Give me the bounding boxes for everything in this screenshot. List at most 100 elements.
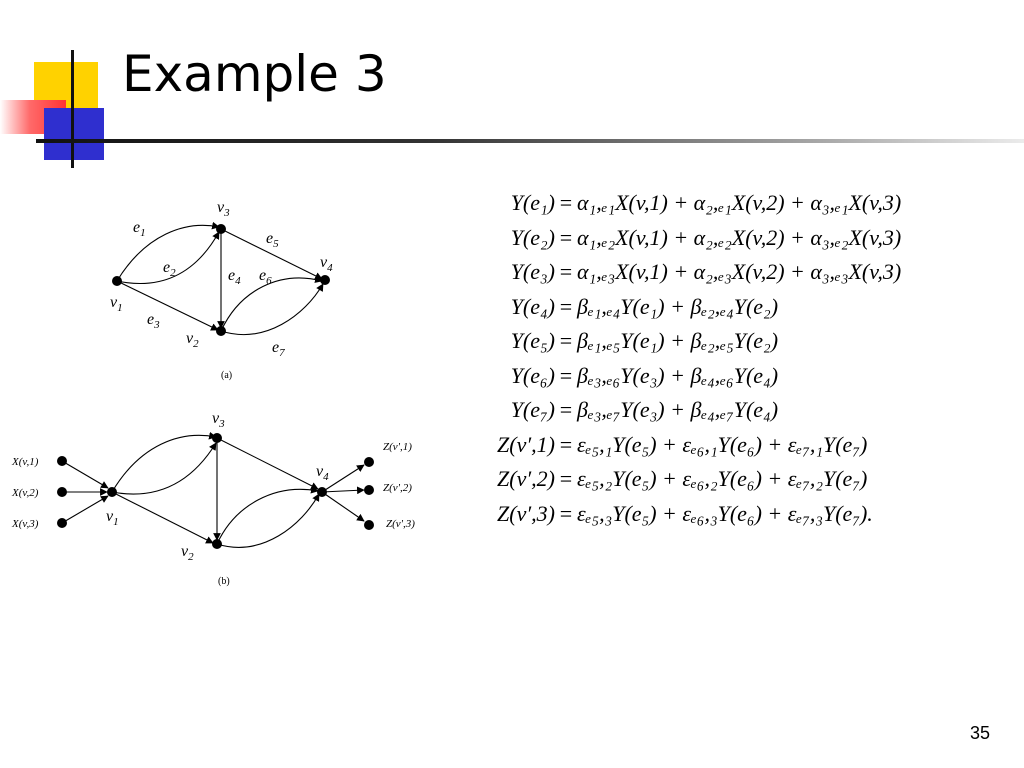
equation-rhs: βₑ₁,ₑ₅Y(e₁) + βₑ₂,ₑ₅Y(e₂) [577,328,779,353]
equation-lhs: Y(e₅) [510,328,555,353]
equation-row: Y(e₃)=α₁,ₑ₃X(v,1) + α₂,ₑ₃X(v,2) + α₃,ₑ₃X… [474,255,1004,290]
label-b-v1: v1 [106,508,119,528]
equation-lhs: Y(e₆) [510,362,555,388]
equals-sign: = [559,431,573,457]
equation-rhs: α₁,ₑ₁X(v,1) + α₂,ₑ₁X(v,2) + α₃,ₑ₁X(v,3) [577,190,902,215]
edge-a-e3 [116,280,219,331]
node-a-v1 [112,276,122,286]
equation-lhs: Y(e₄) [510,293,555,319]
node-b-v4 [317,487,327,497]
edge-b-e6 [216,485,319,545]
label-a-v1: v1 [110,294,123,314]
equation-row: Y(e₆)=βₑ₃,ₑ₆Y(e₃) + βₑ₄,ₑ₆Y(e₄) [474,359,1004,394]
equals-sign: = [559,293,573,319]
equation-lhs: Y(e₃) [510,259,555,284]
equation-lhs: Z(v′,2) [497,466,555,491]
node-b-z2 [364,485,374,495]
label-a-v2: v2 [186,330,199,350]
node-b-v3 [212,433,222,443]
label-a-e3: e3 [147,311,160,331]
node-b-z1 [364,457,374,467]
equals-sign: = [559,190,573,215]
equation-rhs: βₑ₃,ₑ₇Y(e₃) + βₑ₄,ₑ₇Y(e₄) [577,397,779,422]
label-b-x1: X(v,1) [11,456,39,468]
node-b-x1 [57,456,67,466]
label-a-e7: e7 [272,339,285,359]
label-b-z1: Z(v',1) [383,441,412,453]
label-a-v4: v4 [320,254,333,274]
title-underline [36,139,1024,143]
label-b-z2: Z(v',2) [383,482,412,494]
equation-row: Y(e₇)=βₑ₃,ₑ₇Y(e₃) + βₑ₄,ₑ₇Y(e₄) [474,393,1004,428]
equation-row: Z(v′,1)=εₑ₅,₁Y(e₅) + εₑ₆,₁Y(e₆) + εₑ₇,₁Y… [474,428,1004,463]
label-a-e4: e4 [228,267,241,287]
equation-rhs: βₑ₁,ₑ₄Y(e₁) + βₑ₂,ₑ₄Y(e₂) [577,293,779,319]
edge-b-in1 [61,460,109,489]
label-a-v3: v3 [217,199,230,219]
figure-b [61,431,365,548]
equation-rhs: α₁,ₑ₃X(v,1) + α₂,ₑ₃X(v,2) + α₃,ₑ₃X(v,3) [577,259,902,284]
edge-b-e2 [111,442,217,495]
edge-a-e5 [220,228,323,280]
equals-sign: = [559,362,573,388]
node-b-z3 [364,520,374,530]
label-b-x2: X(v,2) [11,487,39,499]
node-b-v2 [212,539,222,549]
equation-lhs: Z(v′,1) [497,431,555,457]
equation-row: Y(e₅)=βₑ₁,ₑ₅Y(e₁) + βₑ₂,ₑ₅Y(e₂) [474,324,1004,359]
edge-a-e6 [220,275,323,332]
label-b-z3: Z(v',3) [386,518,415,530]
caption-b: (b) [218,576,230,587]
label-b-v2: v2 [181,543,194,563]
equation-row: Y(e₄)=βₑ₁,ₑ₄Y(e₁) + βₑ₂,ₑ₄Y(e₂) [474,290,1004,325]
equals-sign: = [559,397,573,422]
equation-lhs: Y(e₁) [510,190,555,215]
equals-sign: = [559,328,573,353]
edge-b-e3 [111,491,214,544]
label-b-v4: v4 [316,463,329,483]
equation-row: Z(v′,2)=εₑ₅,₂Y(e₅) + εₑ₆,₂Y(e₆) + εₑ₇,₂Y… [474,462,1004,497]
node-b-v1 [107,487,117,497]
slide-title: Example 3 [122,45,387,103]
equation-lhs: Z(v′,3) [497,500,555,526]
edge-b-e1 [111,431,217,493]
node-b-x2 [57,487,67,497]
node-a-v4 [320,275,330,285]
equation-row: Y(e₂)=α₁,ₑ₂X(v,1) + α₂,ₑ₂X(v,2) + α₃,ₑ₂X… [474,221,1004,256]
equation-rhs: εₑ₅,₃Y(e₅) + εₑ₆,₃Y(e₆) + εₑ₇,₃Y(e₇). [577,500,873,526]
equation-rhs: εₑ₅,₂Y(e₅) + εₑ₆,₂Y(e₆) + εₑ₇,₂Y(e₇) [577,466,868,491]
equation-row: Z(v′,3)=εₑ₅,₃Y(e₅) + εₑ₆,₃Y(e₆) + εₑ₇,₃Y… [474,497,1004,532]
edge-b-out1 [321,464,365,493]
equals-sign: = [559,500,573,526]
equation-rhs: α₁,ₑ₂X(v,1) + α₂,ₑ₂X(v,2) + α₃,ₑ₂X(v,3) [577,224,902,250]
label-a-e2: e2 [163,259,176,279]
edge-a-e2 [116,231,220,285]
equation-rhs: βₑ₃,ₑ₆Y(e₃) + βₑ₄,ₑ₆Y(e₄) [577,362,779,388]
label-b-x3: X(v,3) [11,518,39,530]
label-a-e6: e6 [259,267,272,287]
edge-b-out3 [321,491,365,522]
equation-lhs: Y(e₇) [510,397,555,422]
equation-rhs: εₑ₅,₁Y(e₅) + εₑ₆,₁Y(e₆) + εₑ₇,₁Y(e₇) [577,431,868,457]
node-a-v3 [216,224,226,234]
equals-sign: = [559,259,573,284]
equals-sign: = [559,224,573,250]
edge-a-e7 [220,283,324,336]
edge-b-e7 [216,493,320,548]
decor-vertical-line [71,50,74,168]
equation-list: Y(e₁)=α₁,ₑ₁X(v,1) + α₂,ₑ₁X(v,2) + α₃,ₑ₁X… [474,186,1004,531]
page-number: 35 [969,723,990,743]
node-b-x3 [57,518,67,528]
edge-b-out2 [321,486,365,495]
edge-a-e1 [116,221,220,282]
network-coding-figure: v1 v2 v3 v4 e1 e2 e3 e4 e5 e6 e7 (a) [11,199,415,587]
label-a-e1: e1 [133,219,146,239]
node-a-v2 [216,326,226,336]
label-a-e5: e5 [266,230,279,250]
decor-blue-square [44,108,104,160]
equation-row: Y(e₁)=α₁,ₑ₁X(v,1) + α₂,ₑ₁X(v,2) + α₃,ₑ₁X… [474,186,1004,221]
nodes-b [57,433,374,549]
edge-b-in3 [61,495,109,524]
caption-a: (a) [221,370,232,381]
edge-b-e5 [216,437,319,490]
